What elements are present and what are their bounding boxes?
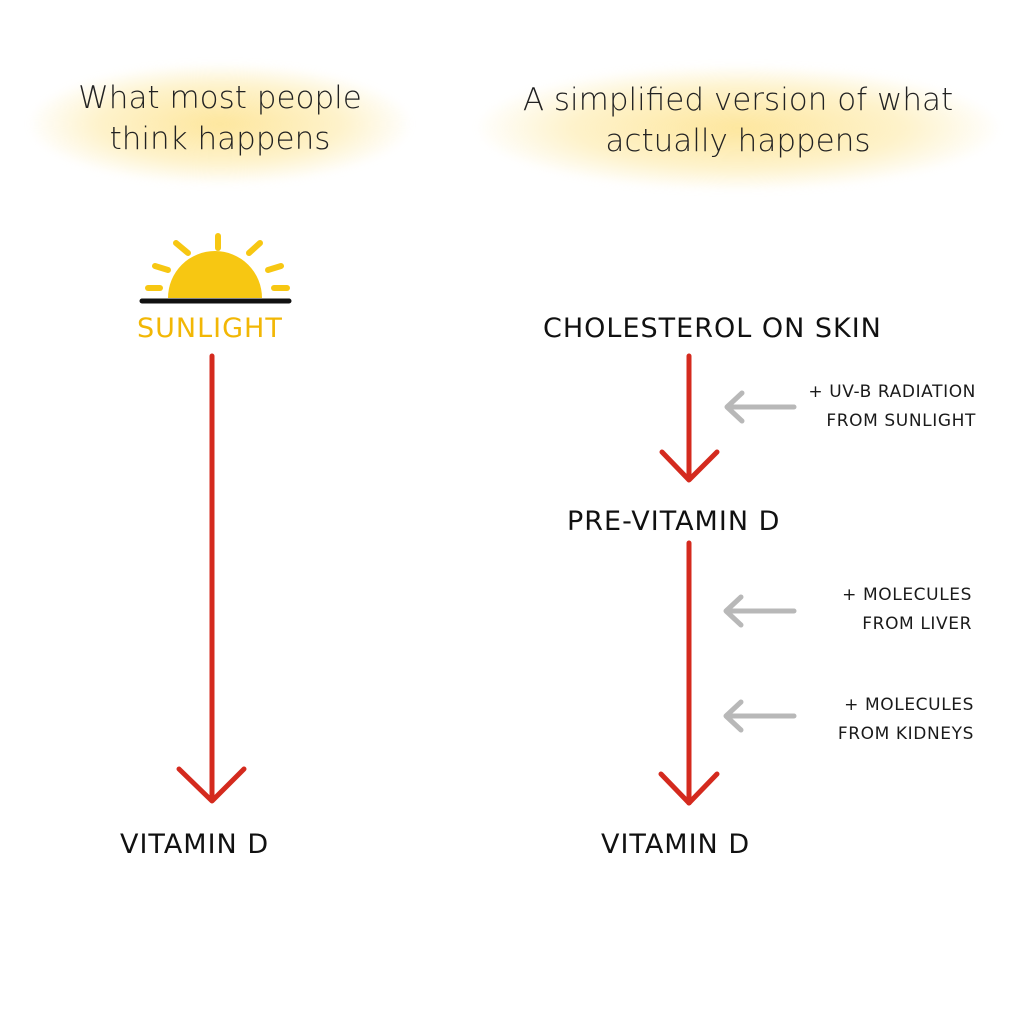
header-left-line-1: What most people [78,80,362,116]
right-vitamin-d-label: VITAMIN D [601,829,751,860]
input-arrow-kidneys [723,699,797,733]
header-glow [478,66,998,190]
sun-rays [145,233,290,291]
pre-vitamin-d-label: PRE-VITAMIN D [567,506,781,537]
liver-line-2: FROM LIVER [862,614,972,634]
sun-icon [139,233,292,304]
kidneys-line-1: + MOLECULES [844,695,974,715]
kidneys-line-2: FROM KIDNEYS [837,724,974,744]
input-arrow-liver [723,594,797,628]
input-arrow-uvb [724,390,797,424]
header-right-line-1: A simplified version of what [522,82,954,118]
right-arrow-2 [658,540,720,806]
uvb-line-2: FROM SUNLIGHT [826,411,976,431]
header-right-line-2: actually happens [605,123,871,159]
cholesterol-label: CHOLESTEROL ON SKIN [543,313,882,344]
uvb-line-1: + UV-B RADIATION [808,382,976,402]
sunlight-label: SUNLIGHT [137,313,283,344]
header-right: A simplified version of what actually ha… [478,66,998,190]
left-arrow [176,353,247,804]
uvb-input-text: + UV-B RADIATION FROM SUNLIGHT [808,378,976,436]
kidneys-input-text: + MOLECULES FROM KIDNEYS [838,691,974,749]
left-vitamin-d-label: VITAMIN D [120,829,270,860]
sun-disc [168,251,262,298]
liver-input-text: + MOLECULES FROM LIVER [842,581,972,639]
liver-line-1: + MOLECULES [842,585,972,605]
header-left-line-2: think happens [109,121,331,157]
right-arrow-1 [659,353,720,483]
header-left: What most people think happens [20,64,420,184]
header-glow [30,64,410,184]
